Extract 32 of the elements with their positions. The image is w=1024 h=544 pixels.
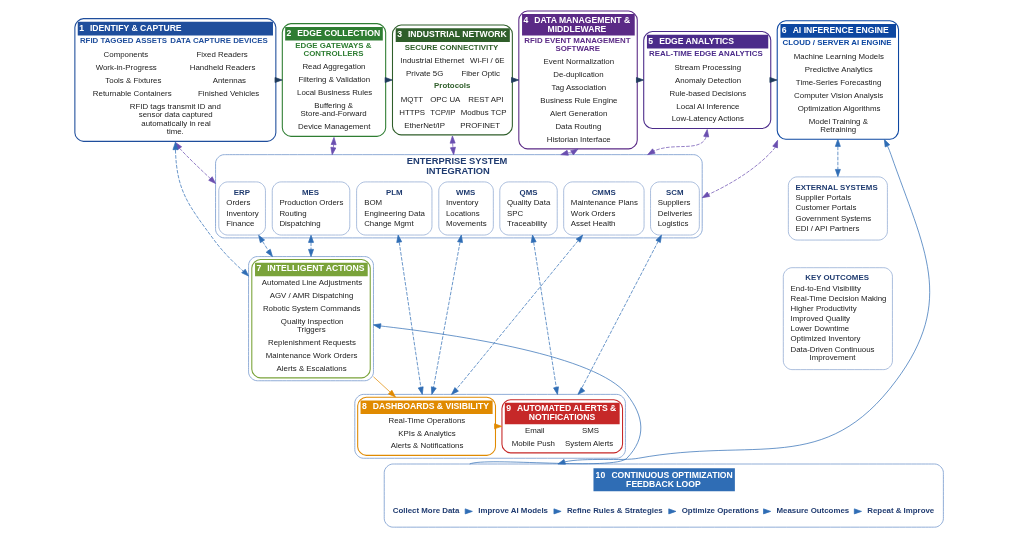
arrow bbox=[835, 138, 841, 177]
node-box: KEY OUTCOMES End-to-End Visibility Real-Time Decision Making Higher Productivity Improved Quality Lower Downtime Optimized Inventory Data-Driven Continuous Improvement bbox=[782, 267, 893, 370]
arrow bbox=[557, 139, 931, 465]
arrow bbox=[330, 137, 337, 155]
arrow bbox=[396, 234, 424, 395]
node-box: ERP Orders Inventory Finance bbox=[218, 181, 266, 236]
node-text: Improve AI Models bbox=[478, 505, 548, 515]
arrow bbox=[451, 234, 584, 395]
node-box: MES Production Orders Routing Dispatching bbox=[271, 181, 351, 236]
node-box: WMS Inventory Locations Movements bbox=[438, 181, 494, 236]
arrow bbox=[701, 139, 778, 199]
node-text: Repeat & Improve bbox=[867, 505, 935, 515]
node-box: EXTERNAL SYSTEMS Supplier Portals Customer Portals Government Systems EDI / API Partners bbox=[788, 176, 888, 241]
node-text: Refine Rules & Strategies bbox=[566, 505, 663, 515]
arrow bbox=[449, 135, 456, 155]
node-text: Collect More Data bbox=[392, 505, 460, 515]
node-box: PLM BOM Engineering Data Change Mgmt bbox=[356, 181, 433, 236]
arrow bbox=[431, 234, 463, 395]
arrow bbox=[577, 234, 662, 395]
arrow bbox=[373, 376, 396, 398]
node-box: SCM Suppliers Deliveries Logistics bbox=[650, 181, 700, 236]
node-text: Measure Outcomes bbox=[776, 505, 850, 515]
arrow bbox=[308, 234, 314, 257]
arrow bbox=[258, 234, 273, 257]
node-box: QMS Quality Data SPC Traceability bbox=[499, 181, 558, 236]
node-box: CMMS Maintenance Plans Work Orders Asset Health bbox=[563, 181, 645, 236]
arrow bbox=[647, 129, 710, 155]
node-text: Optimize Operations bbox=[681, 505, 759, 515]
arrow bbox=[530, 234, 559, 395]
node-box: 6 AI INFERENCE ENGINE CLOUD / SERVER AI ENGINE Machine Learning Models Predictive Analytics Time-Series Forecasting Computer Vision Analysis Optimization Algorithms Model Training & Retraining bbox=[776, 20, 900, 140]
arrow bbox=[560, 148, 579, 156]
arrow bbox=[373, 323, 642, 465]
